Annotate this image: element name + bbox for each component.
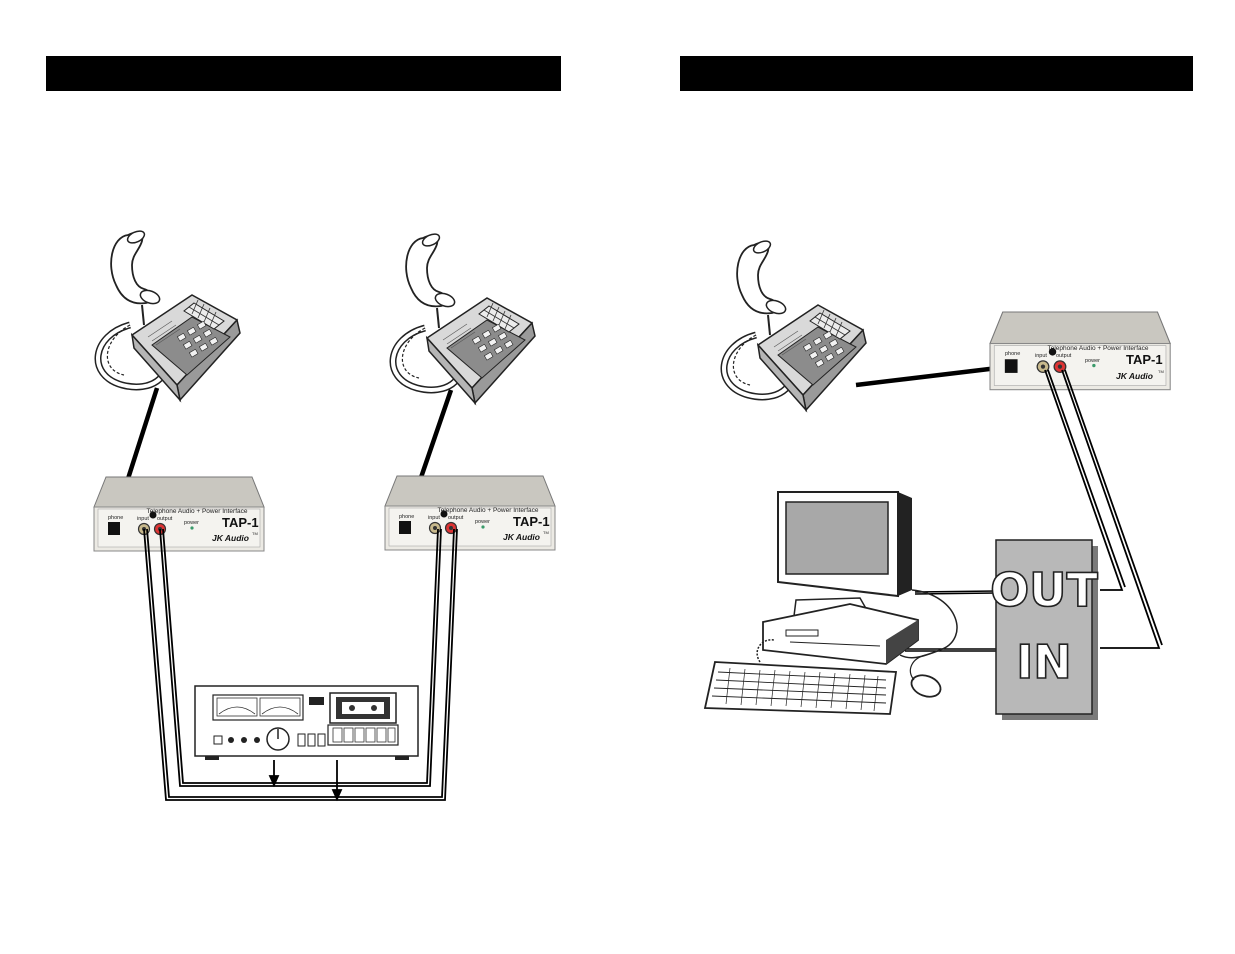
tap-unit-left-a: Telephone Audio + Power Interface phone … (93, 476, 265, 552)
tap-output-label: output (1056, 353, 1072, 359)
tap-input-label: input (1035, 353, 1047, 359)
telephone-right (724, 239, 866, 410)
tap-phone-label: phone (1005, 351, 1020, 357)
tap-tm-text: TM (1158, 369, 1164, 374)
tap-output-label: output (448, 515, 464, 521)
left-header-bar (46, 56, 561, 91)
phone-cable-right (855, 364, 1007, 388)
tap-brand-text: JK Audio (1116, 371, 1153, 381)
tap-title-text: Telephone Audio + Power Interface (437, 507, 538, 514)
tap-title-text: Telephone Audio + Power Interface (146, 508, 247, 515)
tap-model-text: TAP-1 (222, 515, 259, 530)
tap-phone-label: phone (108, 515, 123, 521)
tap-tm-text: TM (252, 531, 258, 536)
tap-unit-right: Telephone Audio + Power Interface phone … (989, 311, 1171, 391)
right-header-bar (680, 56, 1193, 91)
audio-cables-right (1044, 369, 1163, 649)
audio-cables-left (143, 528, 458, 802)
tap-brand-text: JK Audio (212, 533, 249, 543)
tap-power-label: power (475, 519, 490, 525)
tap-input-label: input (428, 515, 440, 521)
tap-power-label: power (1085, 358, 1100, 364)
tap-brand-text: JK Audio (503, 532, 540, 542)
tap-title-text: Telephone Audio + Power Interface (1047, 345, 1148, 352)
tap-phone-label: phone (399, 514, 414, 520)
computer (703, 491, 958, 715)
tap-model-text: TAP-1 (513, 514, 550, 529)
tap-input-label: input (137, 516, 149, 522)
out-label: OUT (990, 563, 1098, 617)
tap-power-label: power (184, 520, 199, 526)
in-label: IN (1016, 635, 1072, 689)
telephone-left-a (98, 229, 240, 400)
telephone-left-b (393, 232, 535, 403)
tap-unit-left-b: Telephone Audio + Power Interface phone … (384, 475, 556, 551)
tap-model-text: TAP-1 (1126, 352, 1163, 367)
audio-interface-box: OUT IN (989, 539, 1099, 720)
cassette-deck (194, 685, 419, 760)
tap-output-label: output (157, 516, 173, 522)
tap-tm-text: TM (543, 530, 549, 535)
